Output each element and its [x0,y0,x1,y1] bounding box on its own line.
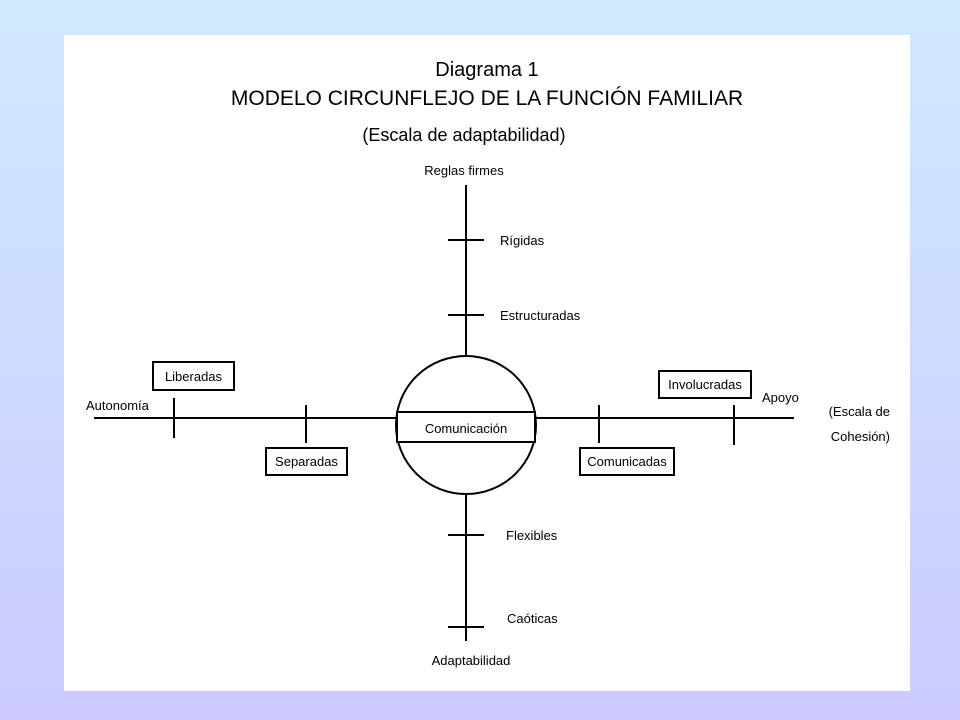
center-label: Comunicación [425,421,507,436]
vertical-top-label: Reglas firmes [424,163,504,178]
box-label-separadas: Separadas [275,454,338,469]
diagram-title: MODELO CIRCUNFLEJO DE LA FUNCIÓN FAMILIA… [231,87,743,110]
horizontal-right-label: Apoyo [762,390,799,405]
diagram-subtitle: (Escala de adaptabilidad) [362,125,565,145]
circumplex-diagram: Diagrama 1 MODELO CIRCUNFLEJO DE LA FUNC… [86,59,890,668]
cohesion-caption-line1: (Escala de [829,404,890,419]
tick-label-rigidas: Rígidas [500,233,545,248]
box-comunicadas [579,447,675,476]
box-involucradas [658,370,752,399]
slide: Diagrama 1 MODELO CIRCUNFLEJO DE LA FUNC… [64,35,910,691]
tick-label-caoticas: Caóticas [507,611,558,626]
box-label-involucradas: Involucradas [668,377,742,392]
box-separadas [265,447,348,476]
box-label-liberadas: Liberadas [165,369,223,384]
box-liberadas [152,361,235,391]
tick-label-estructuradas: Estructuradas [500,308,581,323]
cohesion-caption-line2: Cohesión) [831,429,890,444]
horizontal-left-label: Autonomía [86,398,150,413]
diagram-heading: Diagrama 1 [435,59,538,81]
box-label-comunicadas: Comunicadas [587,454,667,469]
tick-label-flexibles: Flexibles [506,528,558,543]
center-box [396,411,536,443]
vertical-bottom-label: Adaptabilidad [432,653,511,668]
